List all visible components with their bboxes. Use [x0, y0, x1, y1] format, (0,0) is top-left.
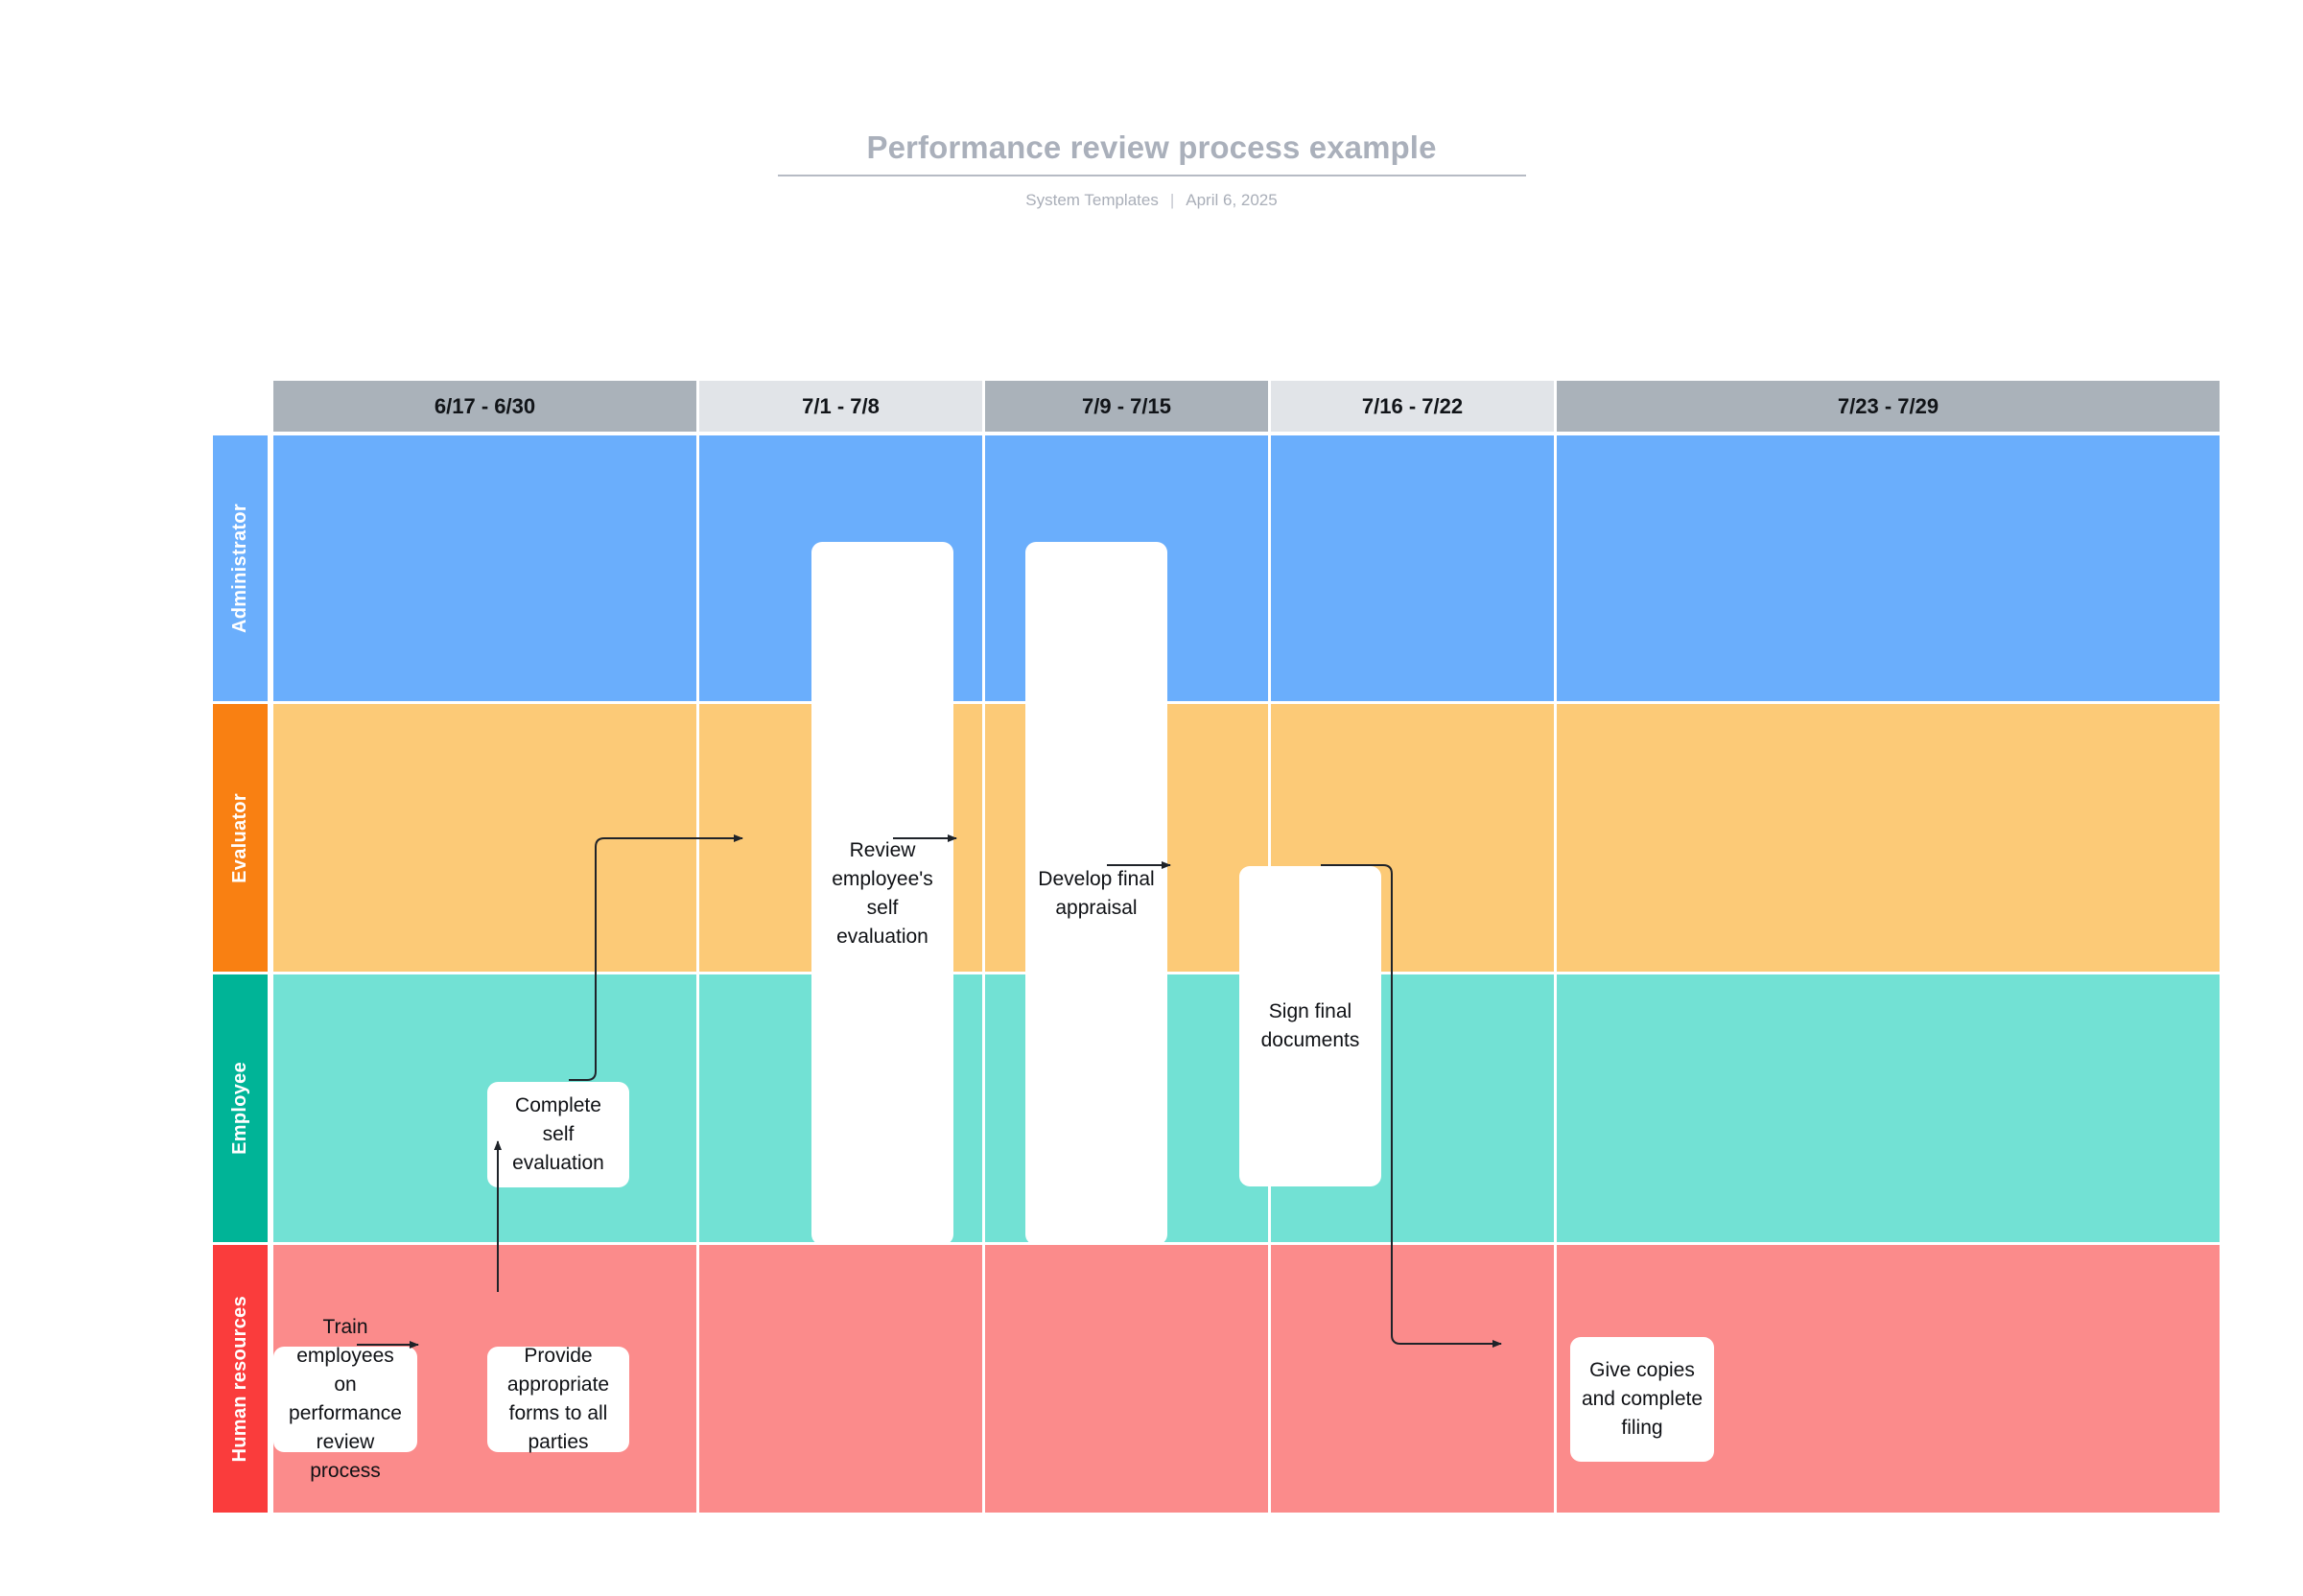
lane-label-text: Human resources	[229, 1295, 250, 1463]
task-box-sign[interactable]: Sign final documents	[1239, 866, 1381, 1186]
lane-cell	[985, 1245, 1268, 1513]
lane-cell	[1557, 435, 2220, 701]
page-title: Performance review process example	[866, 129, 1437, 165]
lane-cell	[1271, 1245, 1554, 1513]
task-box-selfeval[interactable]: Complete self evaluation	[487, 1082, 629, 1187]
column-header: 7/23 - 7/29	[1557, 381, 2220, 432]
lane-label-text: Evaluator	[229, 792, 250, 883]
column-header: 7/1 - 7/8	[699, 381, 982, 432]
lane-label-text: Employee	[229, 1062, 250, 1155]
task-box-train[interactable]: Train employees on performance review pr…	[273, 1316, 417, 1482]
subtitle: System Templates | April 6, 2025	[0, 190, 2303, 211]
lane-cell	[699, 1245, 982, 1513]
title-block: Performance review process example Syste…	[0, 127, 2303, 211]
task-label: Provide appropriate forms to all parties	[506, 1345, 610, 1453]
lane-cell	[1271, 435, 1554, 701]
column-header: 7/9 - 7/15	[985, 381, 1268, 432]
task-box-review[interactable]: Review employee's self evaluation	[811, 542, 953, 1245]
task-label: Sign final documents	[1260, 1000, 1360, 1051]
lane-label-text: Administrator	[229, 503, 250, 634]
lane-body	[273, 435, 2220, 701]
lane-label-administrator: Administrator	[213, 435, 268, 701]
lane-cell	[273, 974, 696, 1242]
lane-cell	[273, 435, 696, 701]
subtitle-separator: |	[1169, 191, 1175, 209]
lane-cell	[1557, 974, 2220, 1242]
task-label: Train employees on performance review pr…	[289, 1316, 402, 1482]
task-label: Develop final appraisal	[1038, 867, 1155, 919]
subtitle-date: April 6, 2025	[1186, 191, 1278, 209]
lane-cell	[1557, 704, 2220, 972]
column-header: 6/17 - 6/30	[273, 381, 696, 432]
task-label: Complete self evaluation	[512, 1094, 604, 1174]
lane-label-human-resources: Human resources	[213, 1245, 268, 1513]
task-box-develop[interactable]: Develop final appraisal	[1025, 542, 1167, 1245]
lane-cell	[273, 704, 696, 972]
lane-label-employee: Employee	[213, 974, 268, 1242]
task-box-forms[interactable]: Provide appropriate forms to all parties	[487, 1345, 629, 1453]
column-header: 7/16 - 7/22	[1271, 381, 1554, 432]
task-label: Give copies and complete filing	[1581, 1359, 1704, 1439]
lane-label-evaluator: Evaluator	[213, 704, 268, 972]
task-label: Review employee's self evaluation	[832, 838, 933, 948]
title-divider	[777, 175, 1526, 176]
task-box-copies[interactable]: Give copies and complete filing	[1570, 1337, 1714, 1462]
subtitle-author: System Templates	[1025, 191, 1159, 209]
